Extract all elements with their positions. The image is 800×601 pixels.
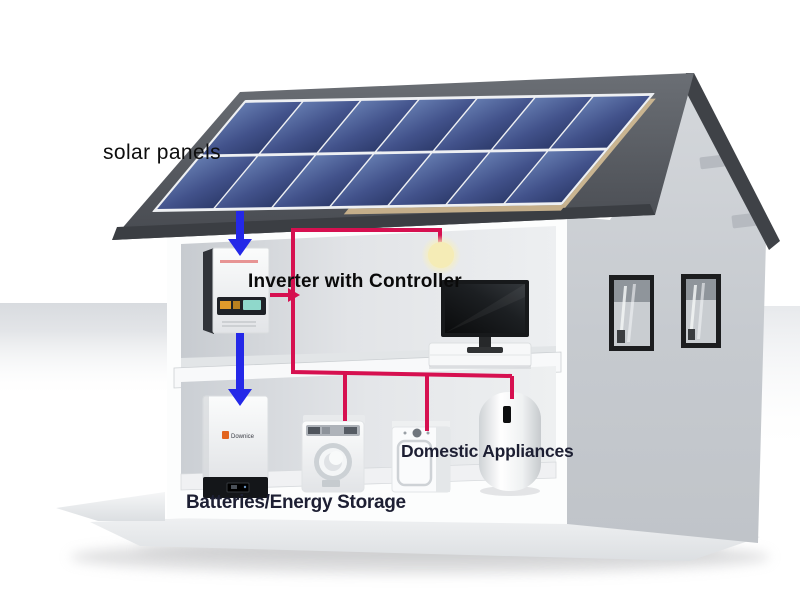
roof-right-slope [683,73,780,250]
inverter-label: Inverter with Controller [248,271,462,292]
side-wall [567,84,766,543]
battery-logo-text: Downice [231,434,255,440]
window-2 [681,274,721,348]
tv [441,280,529,353]
window-1 [609,275,654,351]
battery-brand-logo: Downice [222,431,255,440]
arrow-inverter-to-battery [228,333,252,406]
media-console [428,342,532,369]
arrow-panels-to-inverter [228,211,252,256]
background-band-left [0,303,170,398]
red-arrowhead [288,288,300,302]
inverter-unit [203,247,270,334]
solar-panels-label: solar panels [103,141,222,164]
battery-storage-label: Batteries/Energy Storage [186,492,406,513]
roof-fascia [112,204,655,240]
solar-panel-array [152,93,656,215]
lower-room-wall [181,366,556,474]
foundation-slab-left-wedge [56,492,165,521]
water-heater [479,392,541,496]
solar-panel-cells [157,95,650,210]
domestic-appliances-label: Domestic Appliances [401,441,574,461]
dryer [391,421,451,493]
washing-machine [301,415,365,493]
battery-unit: Downice [202,395,269,498]
light-bulb [421,235,461,275]
